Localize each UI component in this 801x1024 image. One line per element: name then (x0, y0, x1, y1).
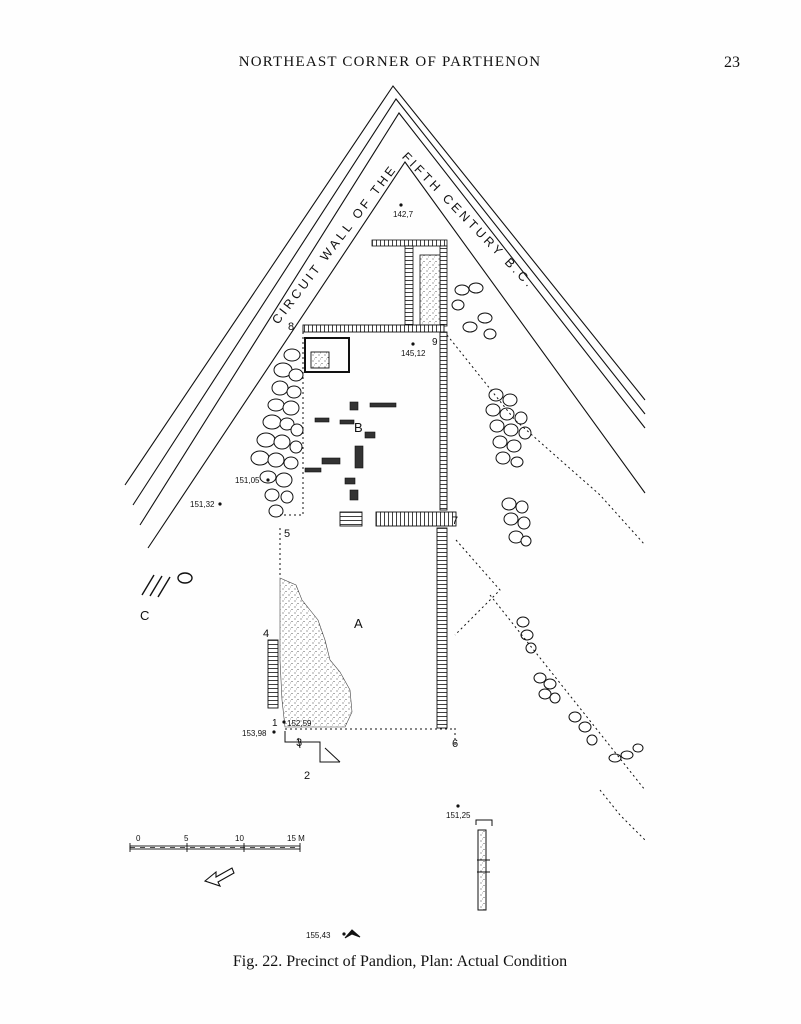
precinct-walls (267, 324, 457, 729)
running-head: NORTHEAST CORNER OF PARTHENON (238, 54, 542, 70)
fragment-c (141, 572, 193, 598)
scale-tick-5: 5 (184, 834, 189, 843)
elevation-151-25: 151,25 (446, 811, 471, 820)
point-8: 8 (288, 321, 294, 333)
page-number: 23 (724, 54, 740, 71)
south-walls (284, 731, 341, 763)
point-5: 5 (284, 528, 290, 540)
point-7: 7 (452, 515, 458, 527)
area-label-c: C (140, 608, 149, 623)
scale-tick-0: 0 (136, 834, 141, 843)
stippled-area (279, 577, 353, 728)
point-4: 4 (263, 628, 269, 640)
rubble-west (250, 348, 304, 518)
rubble-east (451, 282, 644, 763)
elevation-145-12: 145,12 (401, 349, 426, 358)
point-9: 9 (432, 337, 438, 348)
area-label-b: B (354, 420, 363, 435)
scale-bar (129, 843, 301, 852)
figure-caption: Fig. 22. Precinct of Pandion, Plan: Actu… (150, 953, 650, 971)
point-1: 1 (272, 718, 278, 729)
caption-number: Fig. 22. (232, 953, 283, 970)
caption-text: Precinct of Pandion, Plan: Actual Condit… (286, 953, 568, 970)
elevation-142-7: 142,7 (393, 210, 414, 219)
elevation-153-98: 153,98 (242, 729, 267, 738)
north-room (371, 239, 448, 327)
elevation-151-05: 151,05 (235, 476, 260, 485)
point-6: 6 (452, 738, 458, 750)
dotted-outlines (279, 332, 646, 841)
circuit-wall (124, 85, 646, 549)
interior-fragments (304, 401, 397, 501)
area-label-a: A (354, 616, 363, 631)
elevation-dots (218, 203, 460, 936)
point-3: 3 (296, 737, 302, 749)
elevation-152-59: 152,59 (287, 719, 312, 728)
elevation-155-43: 155,43 (306, 931, 331, 940)
south-fragment (344, 819, 493, 939)
north-arrow-icon (203, 867, 235, 887)
elevation-151-32: 151,32 (190, 500, 215, 509)
scale-tick-10: 10 (235, 834, 244, 843)
point-2: 2 (304, 770, 310, 782)
scale-tick-15: 15 M (287, 834, 305, 843)
